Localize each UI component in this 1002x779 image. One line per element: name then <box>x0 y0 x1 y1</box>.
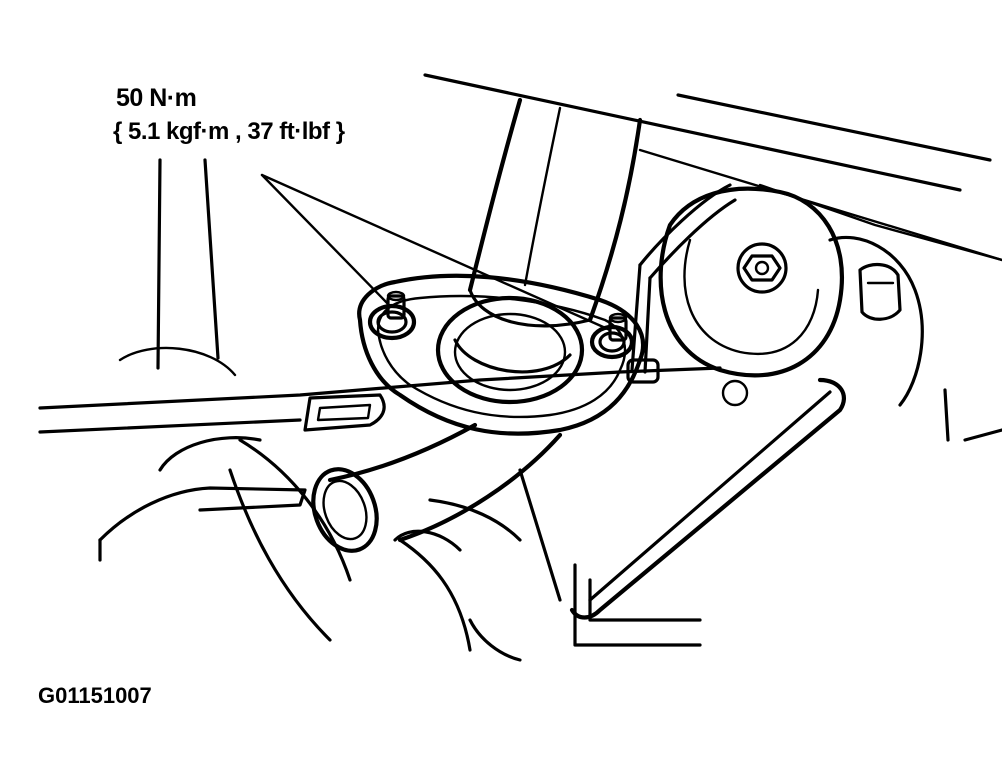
exhaust-hanger-mount <box>658 186 844 378</box>
torque-value-secondary: { 5.1 kgf·m , 37 ft·lbf } <box>113 118 345 145</box>
flange-bolt-right <box>589 312 635 360</box>
underbody-panel <box>423 73 1002 262</box>
crossmember-rail <box>569 377 846 647</box>
torque-value-primary: 50 N·m <box>116 84 197 112</box>
torque-leader-lines <box>260 173 612 332</box>
left-bracket <box>118 158 237 377</box>
flange-bolt-left <box>367 290 417 341</box>
figure-id: G01151007 <box>38 683 152 708</box>
exhaust-pipe-upper <box>467 97 643 328</box>
heat-shield-lower <box>38 366 722 662</box>
body-mount-right <box>828 235 1002 442</box>
